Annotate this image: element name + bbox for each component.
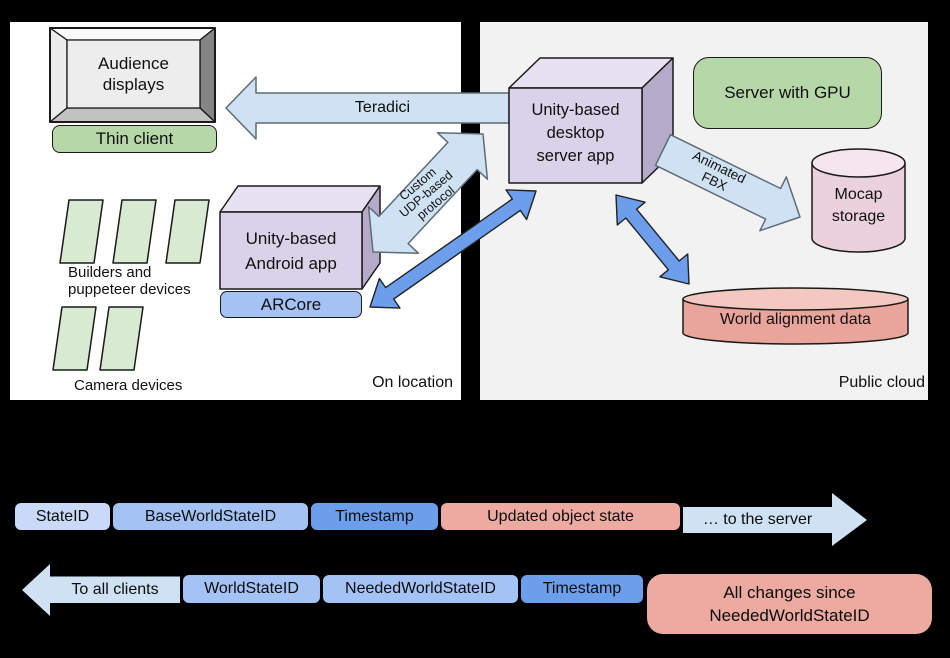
builders-devices-label: Builders and puppeteer devices <box>68 264 191 298</box>
android-app-box <box>219 185 381 290</box>
thin-client-box: Thin client <box>52 125 217 153</box>
device-icon <box>165 199 210 264</box>
arcore-label: ARCore <box>260 294 322 314</box>
world-alignment-label: World alignment data <box>720 311 871 328</box>
mocap-storage-cylinder <box>811 148 906 253</box>
field-updated-object-state: Updated object state <box>441 503 680 530</box>
device-icon <box>112 199 157 264</box>
field-base-world-state-id: BaseWorldStateID <box>113 503 308 530</box>
mocap-storage-label: Mocap storage <box>831 186 886 225</box>
field-world-state-id: WorldStateID <box>183 575 320 603</box>
world-alignment-cylinder <box>682 287 909 345</box>
state-sync-arrow-left <box>369 189 537 309</box>
payload-all-changes: All changes since NeededWorldStateID <box>647 574 932 634</box>
audience-displays-label: Audience displays <box>98 54 169 94</box>
field-timestamp-1: Timestamp <box>311 503 438 530</box>
monitor-shape <box>49 27 216 123</box>
to-all-clients-arrow <box>22 564 180 616</box>
android-app-label: Unity-based Android app <box>245 229 337 273</box>
field-needed-world-state-id: NeededWorldStateID <box>323 575 518 603</box>
field-state-id: StateID <box>15 503 110 530</box>
device-icon <box>52 306 97 371</box>
desktop-server-box <box>508 57 674 184</box>
to-all-clients-label: To all clients <box>71 581 159 598</box>
on-location-label: On location <box>372 374 453 391</box>
camera-devices-label: Camera devices <box>74 377 183 394</box>
world-data-arrow <box>615 194 690 285</box>
to-server-label: … to the server <box>702 511 813 528</box>
public-cloud-label: Public cloud <box>838 374 925 391</box>
field-timestamp-2: Timestamp <box>521 575 643 603</box>
teradici-label: Teradici <box>354 98 411 116</box>
animated-fbx-arrow: Animated FBX <box>654 133 801 232</box>
thin-client-label: Thin client <box>95 129 174 148</box>
server-gpu-label: Server with GPU <box>724 83 851 102</box>
camera-devices-icons <box>52 306 144 371</box>
desktop-server-label: Unity-based desktop server app <box>531 101 620 165</box>
to-server-arrow <box>683 493 867 546</box>
device-icon <box>99 306 144 371</box>
arcore-box: ARCore <box>220 291 362 318</box>
device-icon <box>59 199 104 264</box>
builder-devices-icons <box>59 199 210 264</box>
server-gpu-box: Server with GPU <box>693 57 882 129</box>
